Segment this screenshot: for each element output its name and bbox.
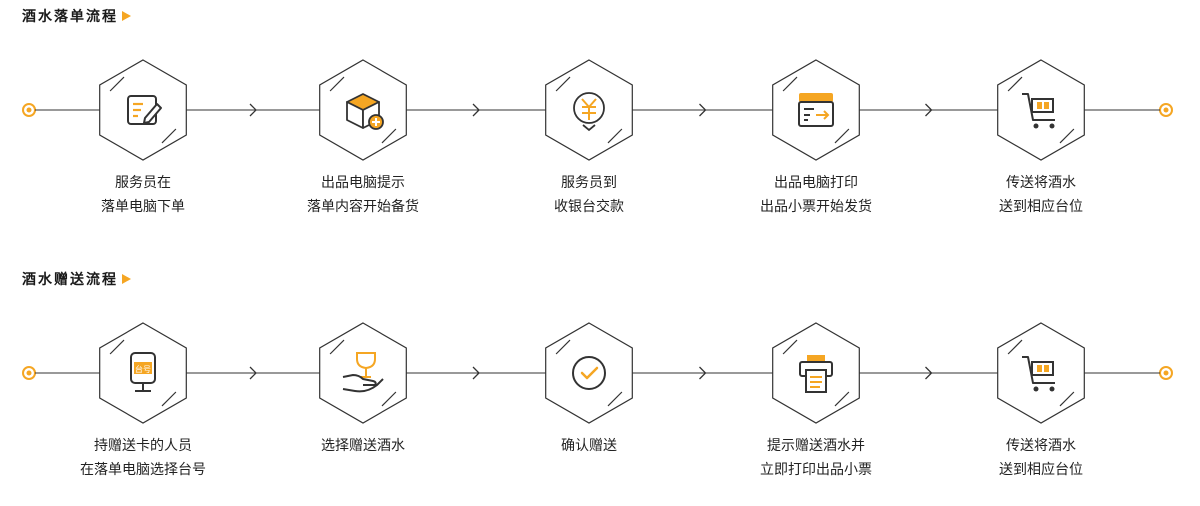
step-label-line1: 持赠送卡的人员 (94, 438, 192, 454)
table-card-icon: 台号 (130, 352, 156, 392)
shopping-cart-icon (1022, 93, 1055, 129)
step-label-line1: 服务员到 (561, 175, 617, 191)
flow-connector-lines (22, 59, 1173, 161)
step-label: 选择赠送酒水 (263, 434, 463, 458)
step-label-line1: 出品电脑提示 (321, 175, 405, 191)
chevron-right-icon (699, 103, 707, 117)
section-title: 酒水落单流程 (22, 6, 131, 26)
chevron-right-icon (925, 366, 933, 380)
step-label-line1: 提示赠送酒水并 (767, 438, 865, 454)
chevron-right-icon (472, 103, 480, 117)
hand-gift-icon (342, 352, 384, 393)
step-label-line1: 传送将酒水 (1006, 438, 1076, 454)
chevron-right-icon (249, 103, 257, 117)
section-drink-order-flow: 酒水落单流程 服务员在落单电脑下单出品电脑提示落单内容开始备货服务员到收银台交款… (0, 0, 1200, 240)
flow-connector-lines: 台号 (22, 322, 1173, 424)
step-label-line1: 出品电脑打印 (774, 175, 858, 191)
flow-step-node (772, 59, 860, 161)
flow-step-node (319, 322, 407, 424)
step-label-line1: 传送将酒水 (1006, 175, 1076, 191)
chevron-right-icon (249, 366, 257, 380)
print-dispatch-icon (798, 93, 834, 127)
package-add-icon (346, 93, 384, 130)
chevron-right-icon (925, 103, 933, 117)
table-number-label: 台号 (135, 364, 151, 374)
step-label-line2: 送到相应台位 (999, 462, 1083, 478)
step-label: 服务员到收银台交款 (489, 171, 689, 219)
play-arrow-icon (122, 274, 131, 284)
step-label-line2: 出品小票开始发货 (760, 199, 872, 215)
step-label: 服务员在落单电脑下单 (43, 171, 243, 219)
printer-icon (799, 355, 833, 393)
chevron-right-icon (472, 366, 480, 380)
flow-step-node: 台号 (99, 322, 187, 424)
yuan-payment-icon (573, 92, 605, 132)
shopping-cart-icon (1022, 356, 1055, 392)
section-title: 酒水赠送流程 (22, 269, 131, 289)
flow-step-node (997, 59, 1085, 161)
step-label-line2: 在落单电脑选择台号 (80, 462, 206, 478)
flow-step-node (997, 322, 1085, 424)
step-label-line2: 收银台交款 (554, 199, 624, 215)
step-label-line1: 确认赠送 (561, 438, 617, 454)
hexagon-frame (99, 59, 187, 161)
step-label: 确认赠送 (489, 434, 689, 458)
section-title-text: 酒水落单流程 (22, 9, 118, 25)
edit-document-icon (127, 95, 162, 125)
step-label: 持赠送卡的人员在落单电脑选择台号 (43, 434, 243, 482)
hexagon-frame (319, 322, 407, 424)
flow-step-node (545, 322, 633, 424)
play-arrow-icon (122, 11, 131, 21)
step-label-line1: 服务员在 (115, 175, 171, 191)
step-label-line2: 落单内容开始备货 (307, 199, 419, 215)
confirm-check-icon (572, 356, 606, 390)
step-label-line2: 立即打印出品小票 (760, 462, 872, 478)
chevron-right-icon (699, 366, 707, 380)
step-label: 出品电脑打印出品小票开始发货 (716, 171, 916, 219)
step-label: 提示赠送酒水并立即打印出品小票 (716, 434, 916, 482)
flow-step-node (319, 59, 407, 161)
section-title-text: 酒水赠送流程 (22, 272, 118, 288)
section-drink-gift-flow: 酒水赠送流程 台号 持赠送卡的人员在落单电脑选择台号 选择赠送酒水 确认赠送 提示赠送… (0, 263, 1200, 503)
step-label-line2: 送到相应台位 (999, 199, 1083, 215)
flow-step-node (772, 322, 860, 424)
hexagon-frame (545, 322, 633, 424)
hexagon-frame (997, 59, 1085, 161)
hexagon-frame (997, 322, 1085, 424)
step-label: 传送将酒水送到相应台位 (941, 434, 1141, 482)
flow-step-node (545, 59, 633, 161)
step-label-line2: 落单电脑下单 (101, 199, 185, 215)
step-label: 传送将酒水送到相应台位 (941, 171, 1141, 219)
flow-step-node (99, 59, 187, 161)
step-label-line1: 选择赠送酒水 (321, 438, 405, 454)
step-label: 出品电脑提示落单内容开始备货 (263, 171, 463, 219)
